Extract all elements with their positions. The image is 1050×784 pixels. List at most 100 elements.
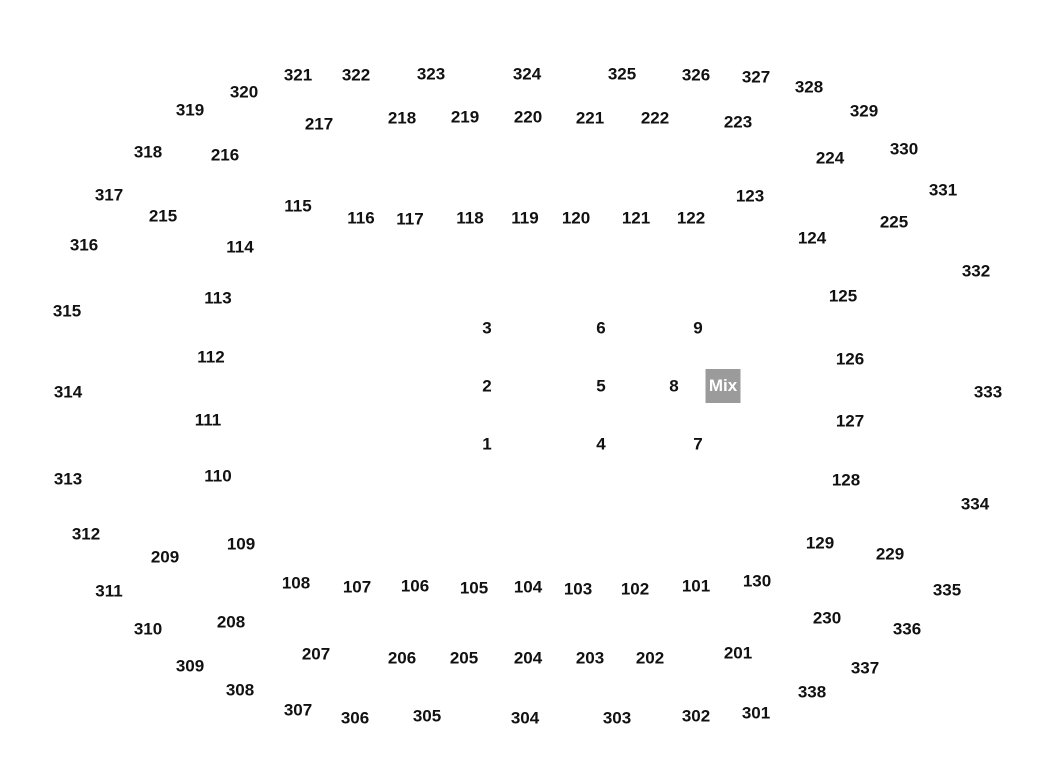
section-300-level-330[interactable]: 330 [889,139,919,159]
section-300-level-336[interactable]: 336 [892,619,922,639]
section-300-level-310[interactable]: 310 [133,619,163,639]
section-200-level-224[interactable]: 224 [815,148,845,168]
section-100-level-102[interactable]: 102 [620,579,650,599]
floor-section-1[interactable]: 1 [482,434,492,454]
section-200-level-207[interactable]: 207 [301,644,331,664]
section-200-level-216[interactable]: 216 [210,145,240,165]
section-200-level-223[interactable]: 223 [723,112,753,132]
section-200-level-203[interactable]: 203 [575,648,605,668]
section-100-level-107[interactable]: 107 [342,577,372,597]
section-100-level-115[interactable]: 115 [284,196,312,216]
section-300-level-323[interactable]: 323 [416,64,446,84]
section-300-level-317[interactable]: 317 [94,185,124,205]
section-300-level-301[interactable]: 301 [741,703,771,723]
section-300-level-308[interactable]: 308 [225,680,255,700]
section-300-level-311[interactable]: 311 [95,581,123,601]
section-300-level-313[interactable]: 313 [53,469,83,489]
section-200-level-218[interactable]: 218 [387,108,417,128]
section-100-level-108[interactable]: 108 [281,573,311,593]
floor-section-8[interactable]: 8 [669,376,679,396]
section-100-level-122[interactable]: 122 [676,208,706,228]
section-100-level-121[interactable]: 121 [621,208,651,228]
section-300-level-324[interactable]: 324 [512,64,542,84]
section-100-level-125[interactable]: 125 [828,286,858,306]
section-300-level-338[interactable]: 338 [797,682,827,702]
section-100-level-103[interactable]: 103 [563,579,593,599]
section-200-level-206[interactable]: 206 [387,648,417,668]
section-100-level-127[interactable]: 127 [835,411,865,431]
section-100-level-126[interactable]: 126 [835,349,865,369]
section-100-level-117[interactable]: 117 [396,209,424,229]
section-100-level-106[interactable]: 106 [400,576,430,596]
floor-section-6[interactable]: 6 [596,318,606,338]
section-100-level-101[interactable]: 101 [681,576,711,596]
section-200-level-221[interactable]: 221 [575,108,605,128]
section-300-level-322[interactable]: 322 [341,65,371,85]
section-300-level-329[interactable]: 329 [849,101,879,121]
section-200-level-217[interactable]: 217 [304,114,334,134]
section-300-level-314[interactable]: 314 [53,382,83,402]
section-100-level-118[interactable]: 118 [456,208,484,228]
floor-section-3[interactable]: 3 [482,318,492,338]
section-200-level-215[interactable]: 215 [148,206,178,226]
section-300-level-321[interactable]: 321 [283,65,313,85]
section-200-level-204[interactable]: 204 [513,648,543,668]
section-100-level-110[interactable]: 110 [204,466,232,486]
section-300-level-334[interactable]: 334 [960,494,990,514]
section-300-level-303[interactable]: 303 [602,708,632,728]
section-100-level-114[interactable]: 114 [226,237,254,257]
section-200-level-225[interactable]: 225 [879,212,909,232]
floor-section-2[interactable]: 2 [482,376,492,396]
section-300-level-328[interactable]: 328 [794,77,824,97]
section-100-level-124[interactable]: 124 [797,228,827,248]
floor-section-5[interactable]: 5 [596,376,606,396]
section-300-level-320[interactable]: 320 [229,82,259,102]
section-100-level-109[interactable]: 109 [226,534,256,554]
section-100-level-116[interactable]: 116 [347,208,375,228]
section-300-level-326[interactable]: 326 [681,65,711,85]
section-300-level-312[interactable]: 312 [71,524,101,544]
section-200-level-202[interactable]: 202 [635,648,665,668]
section-200-level-229[interactable]: 229 [875,544,905,564]
section-300-level-309[interactable]: 309 [175,656,205,676]
section-200-level-208[interactable]: 208 [216,612,246,632]
section-300-level-307[interactable]: 307 [283,700,313,720]
section-100-level-128[interactable]: 128 [831,470,861,490]
section-100-level-119[interactable]: 119 [511,208,539,228]
section-300-level-316[interactable]: 316 [69,235,99,255]
section-100-level-112[interactable]: 112 [197,347,225,367]
section-100-level-111[interactable]: 111 [194,410,222,430]
section-300-level-335[interactable]: 335 [932,580,962,600]
section-300-level-331[interactable]: 331 [928,180,958,200]
section-300-level-318[interactable]: 318 [133,142,163,162]
section-300-level-306[interactable]: 306 [340,708,370,728]
section-300-level-337[interactable]: 337 [850,658,880,678]
floor-section-7[interactable]: 7 [693,434,703,454]
section-200-level-201[interactable]: 201 [723,643,753,663]
section-300-level-325[interactable]: 325 [607,64,637,84]
section-100-level-104[interactable]: 104 [513,577,543,597]
section-300-level-333[interactable]: 333 [973,382,1003,402]
section-100-level-113[interactable]: 113 [204,288,232,308]
section-200-level-230[interactable]: 230 [812,608,842,628]
section-100-level-130[interactable]: 130 [742,571,772,591]
section-100-level-129[interactable]: 129 [805,533,835,553]
section-300-level-302[interactable]: 302 [681,706,711,726]
section-200-level-222[interactable]: 222 [640,108,670,128]
section-200-level-219[interactable]: 219 [450,107,480,127]
section-300-level-305[interactable]: 305 [412,706,442,726]
floor-section-9[interactable]: 9 [693,318,703,338]
section-300-level-332[interactable]: 332 [961,261,991,281]
section-100-level-105[interactable]: 105 [459,578,489,598]
section-300-level-319[interactable]: 319 [175,100,205,120]
section-200-level-205[interactable]: 205 [449,648,479,668]
mix-position[interactable]: Mix [705,369,741,403]
section-300-level-304[interactable]: 304 [510,708,540,728]
section-200-level-209[interactable]: 209 [150,547,180,567]
section-300-level-327[interactable]: 327 [741,67,771,87]
section-200-level-220[interactable]: 220 [513,107,543,127]
section-300-level-315[interactable]: 315 [52,301,82,321]
section-100-level-123[interactable]: 123 [735,186,765,206]
floor-section-4[interactable]: 4 [596,434,606,454]
section-100-level-120[interactable]: 120 [561,208,591,228]
